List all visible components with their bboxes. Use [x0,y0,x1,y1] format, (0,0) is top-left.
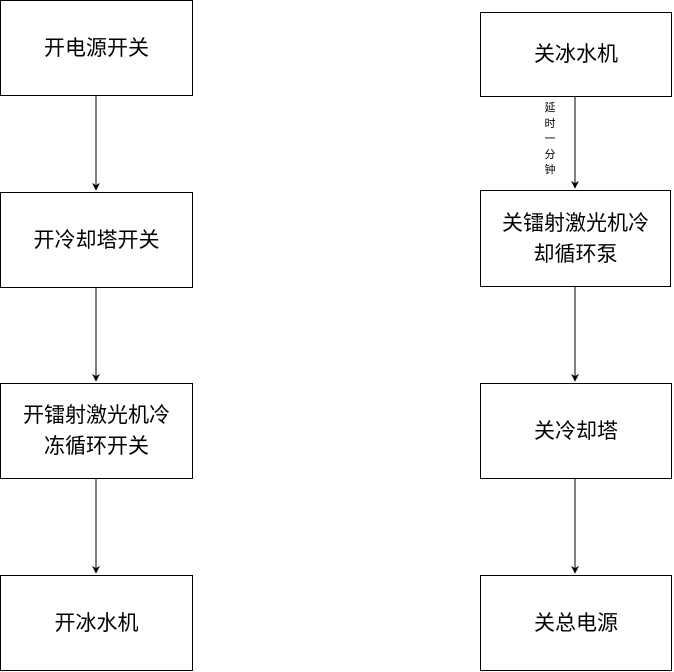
delay-label-char: 分 [544,147,556,161]
step-power-on-text: 开电源开关 [44,35,149,60]
step-chiller-off: 关冰水机 [480,12,672,97]
delay-label-char: 延 [544,101,556,114]
step-cooling-tower-off-text: 关冷却塔 [534,418,618,443]
step-laser-cooling-on: 开镭射激光机冷冻循环开关 [0,383,193,479]
step-main-power-off-text: 关总电源 [534,610,618,635]
step-main-power-off: 关总电源 [480,575,672,671]
step-laser-cooling-on-text-line: 冻循环开关 [44,434,149,458]
step-laser-cooling-on-text: 开镭射激光机冷冻循环开关 [23,400,170,462]
step-power-on: 开电源开关 [0,0,193,96]
step-cooling-tower-on: 开冷却塔开关 [0,192,193,288]
step-laser-pump-off: 关镭射激光机冷却循环泵 [480,190,671,287]
step-laser-cooling-on-text-line: 开镭射激光机冷 [23,403,170,427]
step-laser-pump-off-text-line: 却循环泵 [533,241,618,266]
step-laser-pump-off-text: 关镭射激光机冷却循环泵 [502,208,649,270]
step-chiller-on: 开冰水机 [0,575,193,671]
step-cooling-tower-off: 关冷却塔 [480,383,672,479]
step-cooling-tower-on-text: 开冷却塔开关 [33,227,160,252]
step-chiller-on-text: 开冰水机 [54,610,139,635]
delay-label-char: 一 [544,132,556,146]
step-laser-pump-off-text-line: 关镭射激光机冷 [502,210,649,235]
delay-label-char: 时 [544,116,556,130]
delay-label-char: 钟 [544,163,556,177]
delay-label: 延时一分钟 [538,100,562,178]
step-chiller-off-text: 关冰水机 [534,42,618,66]
